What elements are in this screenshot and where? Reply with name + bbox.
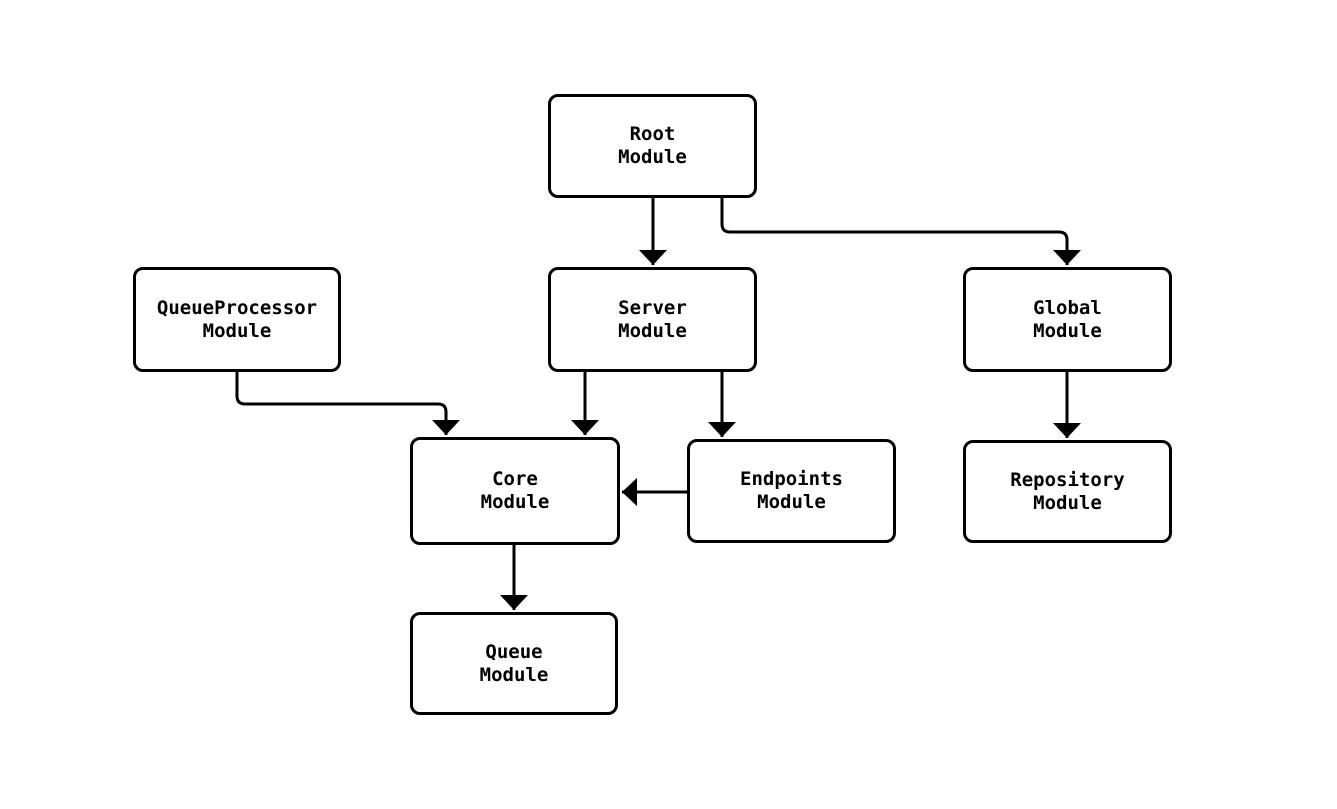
node-repository-module: Repository Module (963, 440, 1172, 543)
edge-queueprocessor-to-core (235, 372, 460, 435)
node-global-module: Global Module (963, 267, 1172, 372)
node-endpoints-module: Endpoints Module (687, 439, 896, 543)
edge-root-to-global (720, 198, 1081, 265)
node-queueprocessor-module: QueueProcessor Module (133, 267, 341, 372)
node-core-module: Core Module (410, 437, 620, 545)
node-root-module: Root Module (548, 94, 757, 198)
node-queue-module: Queue Module (410, 612, 618, 715)
node-server-module: Server Module (548, 267, 757, 372)
